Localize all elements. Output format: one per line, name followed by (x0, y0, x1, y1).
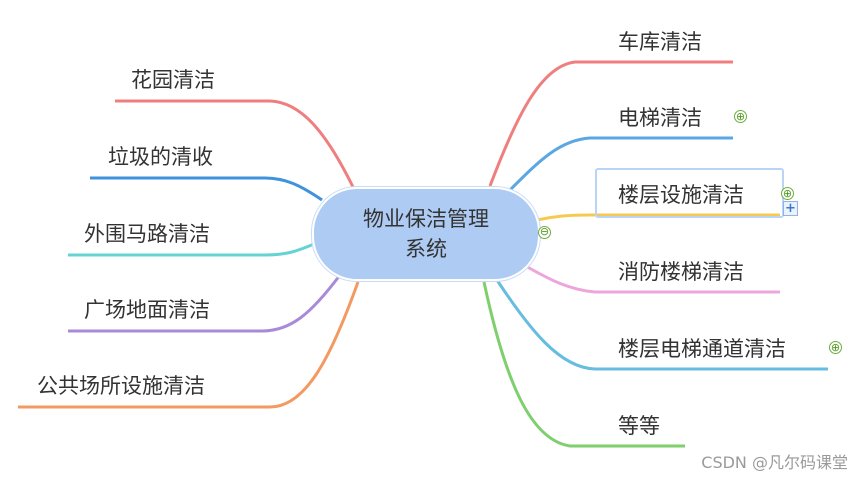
branch-line-plaza (68, 274, 342, 333)
topic-floor-facility-cleaning[interactable]: 楼层设施清洁 (618, 183, 744, 207)
branch-line-floor-facility (536, 213, 780, 222)
topic-garbage-collection[interactable]: 垃圾的清收 (108, 145, 213, 169)
topic-elevator-cleaning[interactable]: 电梯清洁 (618, 106, 702, 130)
central-topic-line2: 系统 (405, 237, 447, 261)
expand-icon[interactable]: ⊕ (781, 187, 794, 200)
topic-fire-stairs-cleaning[interactable]: 消防楼梯清洁 (618, 260, 744, 284)
add-topic-icon[interactable]: + (783, 201, 798, 216)
branch-line-elevator (508, 136, 733, 192)
expand-icon[interactable]: ⊕ (829, 341, 842, 354)
central-topic[interactable]: 物业保洁管理 系统 (312, 187, 540, 281)
topic-garden-cleaning[interactable]: 花园清洁 (131, 68, 215, 92)
expand-icon[interactable]: ⊕ (734, 110, 747, 123)
branch-line-fire-stairs (523, 263, 780, 294)
watermark: CSDN @凡尔码课堂 (701, 453, 848, 472)
branch-line-garage (488, 60, 733, 187)
branch-line-elevator-aisle (495, 279, 828, 371)
central-topic-line1: 物业保洁管理 (363, 207, 489, 231)
branch-line-outer-road (68, 242, 315, 257)
topic-elevator-aisle-cleaning[interactable]: 楼层电梯通道清洁 (618, 337, 786, 361)
branch-line-garden (115, 99, 355, 188)
branch-line-etc (482, 281, 685, 448)
topic-outer-road-cleaning[interactable]: 外围马路清洁 (84, 222, 210, 246)
topic-etc[interactable]: 等等 (618, 414, 660, 438)
topic-public-facility-cleaning[interactable]: 公共场所设施清洁 (37, 374, 205, 398)
topic-garage-cleaning[interactable]: 车库清洁 (618, 30, 702, 54)
branch-line-garbage (90, 176, 323, 202)
collapse-icon[interactable]: ⊖ (538, 225, 551, 239)
topic-plaza-ground-cleaning[interactable]: 广场地面清洁 (84, 298, 210, 322)
branch-line-public-facility (18, 281, 360, 409)
